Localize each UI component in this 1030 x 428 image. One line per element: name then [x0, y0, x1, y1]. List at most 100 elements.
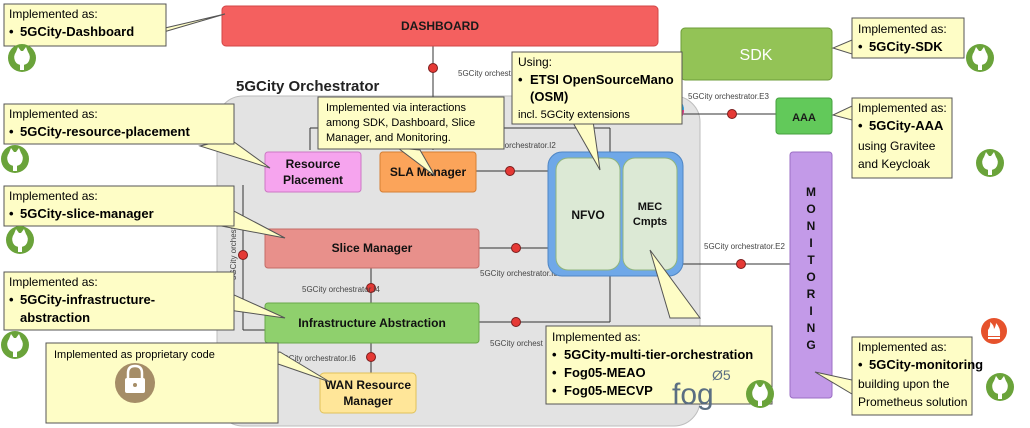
monitoring-letter: G	[806, 338, 815, 352]
callout-mec-bullet-1: •	[552, 347, 557, 362]
aaa-box[interactable]	[775, 97, 833, 135]
monitoring-letter: R	[807, 287, 816, 301]
github-icon	[6, 226, 34, 254]
callout-proprietary-heading: Implemented as proprietary code	[54, 349, 215, 361]
callout-proprietary: Implemented as proprietary code	[45, 342, 279, 424]
callout-monitoring-extra-2: Prometheus solution	[858, 395, 967, 409]
monitoring-letter: I	[809, 304, 812, 318]
callout-mec-heading: Implemented as:	[552, 330, 641, 344]
dashboard-label: DASHBOARD	[401, 19, 479, 33]
infrastructure-abstraction-label: Infrastructure Abstraction	[298, 316, 446, 330]
callout-slice-manager-bullet: •	[9, 206, 14, 221]
monitoring-letter: M	[806, 185, 816, 199]
callout-resource-placement-item: 5GCity-resource-placement	[20, 124, 190, 139]
monitoring-letters: M O N I T O R I N G	[806, 185, 816, 352]
callout-slice-manager-item: 5GCity-slice-manager	[20, 206, 154, 221]
callout-monitoring-heading: Implemented as:	[858, 340, 947, 354]
interface-label-top: 5GCity orchestrat	[458, 69, 521, 78]
mec-label-1: MEC	[638, 201, 663, 213]
github-icon	[976, 149, 1004, 177]
callout-aaa-item: 5GCity-AAA	[869, 118, 944, 133]
callout-monitoring-bullet: •	[858, 357, 863, 372]
interface-label-i2: 5GCity orchestrator.I2	[478, 141, 556, 150]
callout-mec-item-1: 5GCity-multi-tier-orchestration	[564, 347, 753, 362]
fog05-logo-superscript: Ø5	[712, 367, 731, 383]
callout-resource-placement-bullet: •	[9, 124, 14, 139]
interface-dots	[238, 63, 746, 362]
interface-label-left: 5GCity orchest	[229, 226, 238, 280]
slice-manager-box[interactable]	[264, 228, 480, 269]
callout-resource-placement: Implemented as: • 5GCity-resource-placem…	[3, 103, 235, 145]
nfvo-box[interactable]	[555, 157, 621, 271]
callout-dashboard-heading: Implemented as:	[9, 7, 98, 21]
callout-osm-extra: incl. 5GCity extensions	[518, 109, 630, 121]
github-icon	[746, 380, 774, 408]
callout-sdk-bullet: •	[858, 39, 863, 54]
callout-sdk-item: 5GCity-SDK	[869, 39, 943, 54]
callout-sla-line-2: among SDK, Dashboard, Slice	[326, 117, 475, 129]
callout-osm-heading: Using:	[518, 55, 552, 69]
github-icon	[966, 44, 994, 72]
mec-box[interactable]	[622, 157, 678, 271]
interface-label-e3: 5GCity orchestrator.E3	[688, 92, 769, 101]
resource-placement-box[interactable]	[264, 151, 362, 193]
fog05-logo-text: fog	[672, 378, 714, 411]
callout-mec-item-3: Fog05-MECVP	[564, 383, 653, 398]
callout-monitoring: Implemented as: • 5GCity-monitoring buil…	[851, 336, 983, 416]
callout-sla-line-1: Implemented via interactions	[326, 102, 467, 114]
orchestrator-title: 5GCity Orchestrator	[236, 78, 380, 95]
sla-manager-label: SLA Manager	[390, 165, 467, 179]
callout-aaa: Implemented as: • 5GCity-AAA using Gravi…	[851, 97, 953, 179]
github-icon	[8, 44, 36, 72]
fog05-logo: fog Ø5	[672, 367, 731, 411]
wan-resource-manager-label-1: WAN Resource	[325, 378, 411, 392]
monitoring-letter: T	[807, 253, 815, 267]
monitoring-letter: O	[806, 270, 815, 284]
wan-resource-manager-label-2: Manager	[343, 394, 393, 408]
callout-infrastructure-item-1: 5GCity-infrastructure-	[20, 292, 155, 307]
github-icon	[1, 331, 29, 359]
slice-manager-label: Slice Manager	[332, 241, 413, 255]
callout-osm-item-1: ETSI OpenSourceMano	[530, 72, 674, 87]
callout-sla: Implemented via interactions among SDK, …	[317, 96, 505, 150]
aaa-label: AAA	[792, 112, 816, 124]
callout-sdk-heading: Implemented as:	[858, 22, 947, 36]
callout-slice-manager-heading: Implemented as:	[9, 189, 98, 203]
sla-manager-box[interactable]	[379, 151, 477, 193]
callout-slice-manager: Implemented as: • 5GCity-slice-manager	[3, 185, 235, 227]
github-icon	[1, 145, 29, 173]
callout-osm-item-2: (OSM)	[530, 89, 568, 104]
callout-resource-placement-heading: Implemented as:	[9, 107, 98, 121]
callout-dashboard-item: 5GCity-Dashboard	[20, 24, 134, 39]
callout-sdk: Implemented as: • 5GCity-SDK	[851, 17, 965, 59]
callout-aaa-heading: Implemented as:	[858, 101, 947, 115]
monitoring-letter: I	[809, 236, 812, 250]
interface-label-i3: 5GCity orchestrator.I3	[480, 269, 558, 278]
interface-label-i4: 5GCity orchestrator.I4	[302, 285, 380, 294]
callout-mec-bullet-2: •	[552, 365, 557, 380]
interface-label-e2: 5GCity orchestrator.E2	[704, 242, 785, 251]
nfvo-label: NFVO	[571, 208, 604, 222]
callout-aaa-bullet: •	[858, 118, 863, 133]
infrastructure-abstraction-box[interactable]	[264, 302, 480, 344]
callout-mec-item-2: Fog05-MEAO	[564, 365, 646, 380]
callout-osm: Using: • ETSI OpenSourceMano (OSM) incl.…	[511, 51, 683, 125]
dashboard-box[interactable]	[221, 5, 659, 47]
sdk-label: SDK	[740, 47, 773, 64]
monitoring-letter: O	[806, 202, 815, 216]
callout-monitoring-item: 5GCity-monitoring	[869, 357, 983, 372]
monitoring-letter: N	[807, 321, 816, 335]
callout-mec-bullet-3: •	[552, 383, 557, 398]
interface-label-i6: 5GCity orchestrator.I6	[278, 354, 356, 363]
callout-infrastructure-bullet: •	[9, 292, 14, 307]
wan-resource-manager-box[interactable]	[319, 372, 417, 414]
callout-infrastructure-item-2: abstraction	[20, 310, 90, 325]
callout-osm-bullet: •	[518, 72, 523, 87]
lock-icon	[115, 363, 155, 403]
github-icon	[986, 373, 1014, 401]
monitoring-box[interactable]	[789, 151, 833, 399]
mec-label-2: Cmpts	[633, 216, 667, 228]
interface-label-bottom: 5GCity orchest	[490, 339, 544, 348]
resource-placement-label-2: Placement	[283, 173, 343, 187]
